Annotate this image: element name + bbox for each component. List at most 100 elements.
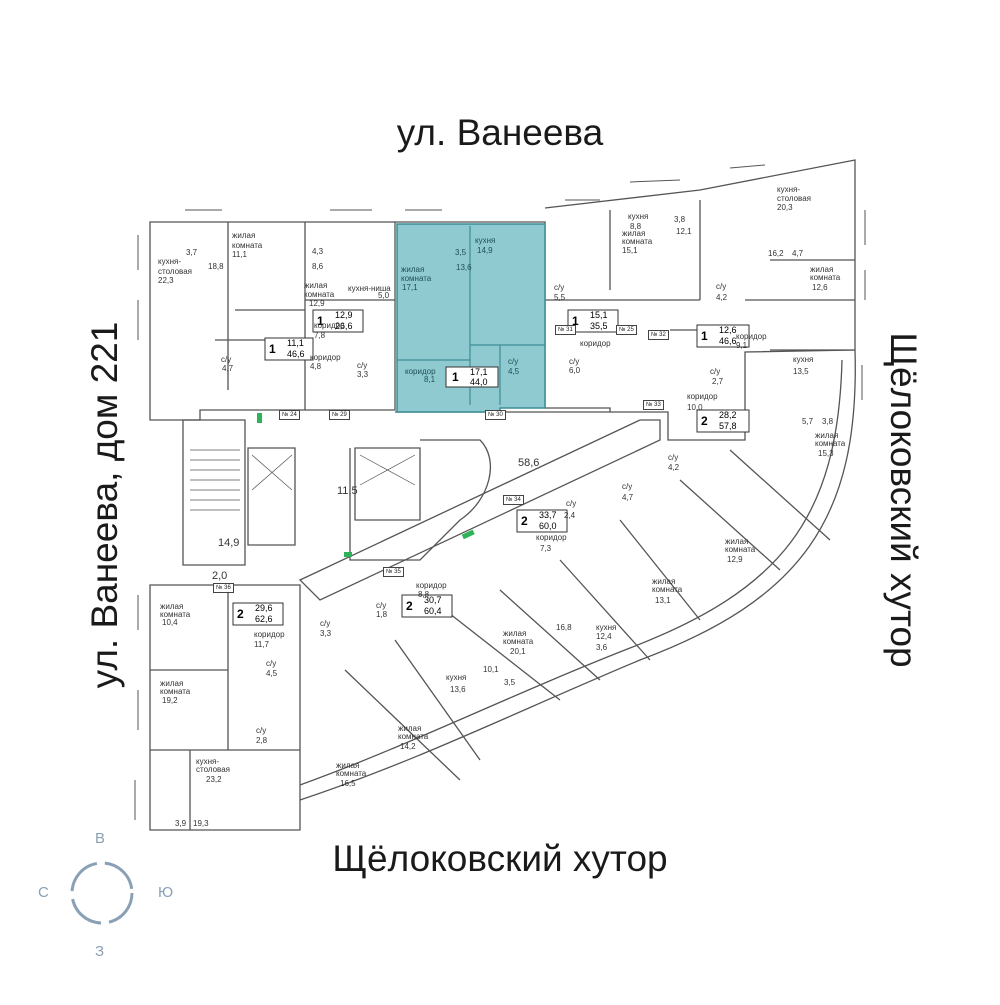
room-label: 4,8 [310,362,322,371]
apartment-box[interactable]: 2 33,7 60,0 [517,510,567,532]
room-label: комната [304,290,335,299]
apartment-rooms: 1 [701,329,708,343]
lower-partitions [344,449,831,781]
room-label: кухня [793,355,814,364]
room-label: 3,8 [822,417,834,426]
apartment-total-area: 35,5 [590,321,608,331]
compass-west-label: С [38,884,49,901]
room-label: с/у [320,619,331,628]
room-label: кухня- [158,257,182,266]
highlighted-room-label: 14,9 [477,246,493,255]
room-label: 6,0 [569,366,581,375]
curved-facade-inner [299,359,843,786]
room-label: 23,2 [206,775,222,784]
room-label: жилая [232,231,256,240]
room-label: комната [336,769,367,778]
apartment-total-area: 62,6 [255,614,273,624]
room-label: 13,6 [450,685,466,694]
room-label: жилая [810,265,834,274]
apartment-box[interactable]: 2 28,2 57,8 [697,410,749,432]
highlighted-apartment[interactable] [396,223,546,413]
room-label: с/у [710,367,721,376]
apartment-box[interactable]: 2 29,6 62,6 [233,603,283,625]
section-number: № 29 [329,410,350,420]
room-label: коридор [736,332,767,341]
room-label: 5,5 [554,293,566,302]
room-label: 7,3 [540,544,552,553]
room-label: 2,4 [564,511,576,520]
apartment-box[interactable]: 1 15,1 35,5 [568,310,618,332]
lift-shaft-2 [354,447,421,521]
compass-east-label: Ю [158,884,174,901]
room-label: 20,3 [777,203,793,212]
apartment-box[interactable]: 1 12,9 26,6 [313,310,363,332]
room-label: жилая [622,229,646,238]
apartment-rooms: 2 [521,514,528,528]
apartment-rooms: 2 [701,414,708,428]
diagonal-corridor [298,419,661,601]
section-number: № 33 [643,400,664,410]
window-marks [134,164,866,820]
apartment-total-area: 60,4 [424,606,442,616]
apartment-box[interactable]: 2 30,7 60,4 [402,595,452,617]
core-rounded [349,439,492,561]
apartment-box[interactable]: 1 11,1 46,6 [265,338,313,360]
room-label: 4,7 [622,493,634,502]
room-label: 13,1 [655,596,671,605]
room-label: с/у [622,482,633,491]
room-label: 12,4 [596,632,612,641]
apartment-living-area: 12,9 [335,310,353,320]
apartment-rooms: 1 [269,342,276,356]
highlighted-room-label: кухня [475,236,496,245]
street-label-bottom: Щёлоковский хутор [332,838,668,879]
room-label: 8,6 [312,262,324,271]
room-label: 13,5 [793,367,809,376]
room-label: коридор [314,321,345,330]
room-label: 4,2 [668,463,680,472]
apartment-box[interactable]: 1 12,6 46,6 [697,325,749,347]
room-label: 3,8 [674,215,686,224]
room-label: комната [815,439,846,448]
compass-south-label: З [95,943,105,960]
room-label: жилая [160,679,184,688]
apartment-living-area: 30,7 [424,595,442,605]
room-label: комната [503,637,534,646]
room-label: комната [160,687,191,696]
apartment-living-area: 12,6 [719,325,737,335]
apartment-living-area: 29,6 [255,603,273,613]
section-number: № 25 [616,325,637,335]
room-label: с/у [668,453,679,462]
room-label: 3,5 [504,678,516,687]
room-label: 5,0 [378,291,390,300]
section-number: № 35 [383,567,404,577]
room-label: комната [652,585,683,594]
section-number: № 32 [648,330,669,340]
room-label: кухня-ниша [348,284,391,293]
room-label: 3,9 [175,819,187,828]
apartment-total-area: 60,0 [539,521,557,531]
room-label: с/у [357,361,368,370]
room-label: 2,8 [256,736,268,745]
lift-marks [251,454,416,491]
wing-top-right-outline [544,159,856,441]
room-label: 19,2 [162,696,178,705]
room-label: жилая [336,761,360,770]
highlighted-room-label: комната [401,274,432,283]
room-label: 14,9 [218,537,240,549]
room-label: коридор [687,392,718,401]
room-label: 4,7 [792,249,804,258]
room-label: 4,7 [222,364,234,373]
apartment-box-highlighted[interactable]: 1 17,1 44,0 [446,367,498,387]
apartment-total-area: 26,6 [335,321,353,331]
section-number: № 24 [279,410,300,420]
room-label: 11,7 [254,640,269,649]
highlighted-room-label: 13,6 [456,263,472,272]
room-label: 10,4 [162,618,178,627]
room-label: 15,3 [818,449,834,458]
room-label: жилая [725,537,749,546]
section-number: № 30 [485,410,506,420]
room-label: с/у [376,601,387,610]
room-label: 12,9 [309,299,325,308]
